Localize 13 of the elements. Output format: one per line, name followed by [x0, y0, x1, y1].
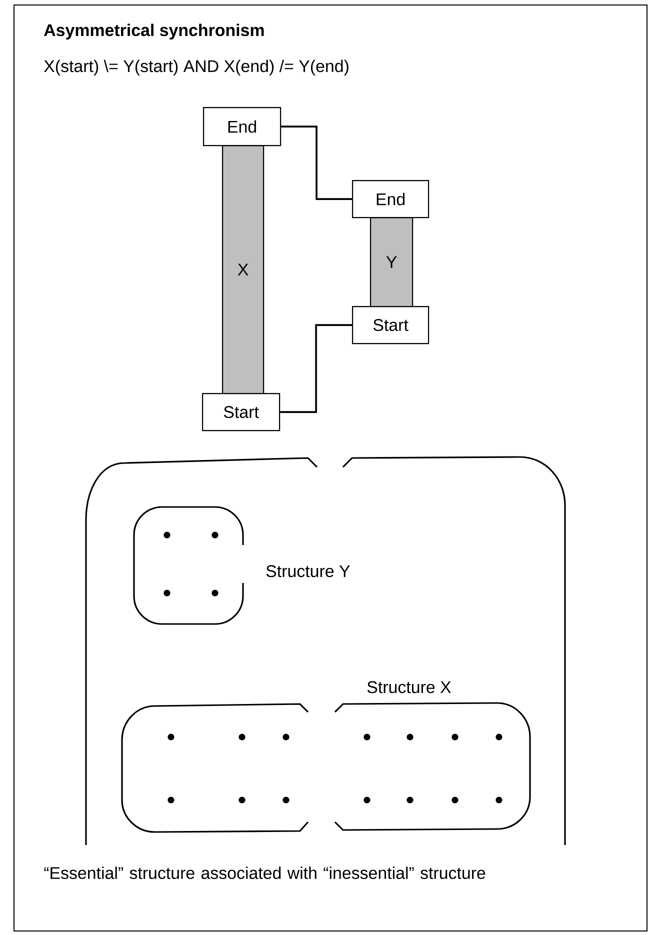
title: Asymmetrical synchronism	[44, 24, 264, 40]
duration-bar: X	[222, 145, 264, 394]
structure-label: Structure X	[367, 681, 451, 694]
connector-line	[280, 324, 352, 413]
end-box: End	[352, 180, 430, 218]
connector-line	[281, 126, 352, 200]
formula-text: X(start) \= Y(start) AND X(end) /= Y(end)	[44, 60, 348, 76]
caption: “Essential” structure associated with “inessential” structure	[44, 866, 486, 880]
duration-bar: Y	[370, 217, 414, 308]
start-box: Start	[352, 306, 430, 344]
start-box: Start	[202, 393, 280, 432]
structure-label: Structure Y	[266, 565, 350, 578]
end-box: End	[203, 107, 282, 146]
